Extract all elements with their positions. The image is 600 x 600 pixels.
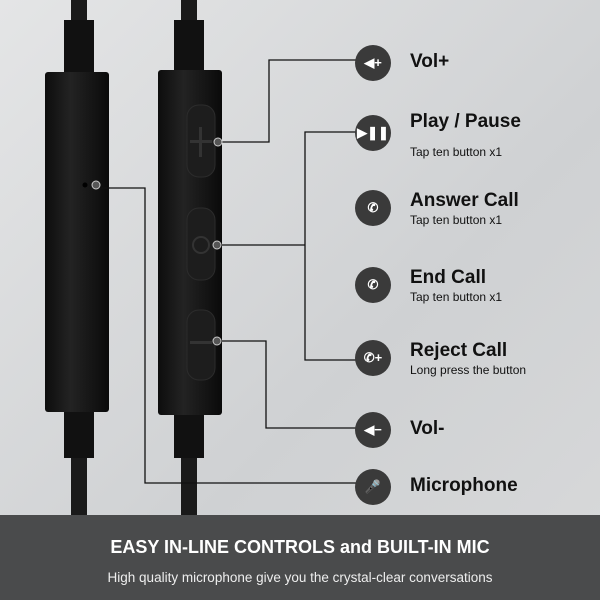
- bottom-banner: EASY IN-LINE CONTROLS and BUILT-IN MIC H…: [0, 515, 600, 600]
- end-call-icon: ✆: [355, 267, 391, 303]
- control-title: Microphone: [410, 475, 518, 496]
- control-hint: Tap ten button x1: [410, 290, 503, 304]
- control-title: Vol-: [410, 418, 445, 439]
- reject-call-icon: ✆+: [355, 340, 391, 376]
- control-title: Vol+: [410, 51, 450, 72]
- banner-subtitle: High quality microphone give you the cry…: [107, 570, 493, 585]
- answer-call-icon: ✆: [355, 190, 391, 226]
- volume-down-icon: ◀−: [355, 412, 391, 448]
- control-hint: Tap ten button x1: [410, 213, 503, 227]
- control-remote: [158, 0, 222, 515]
- volume-up-icon: ◀+: [355, 45, 391, 81]
- control-hint: Tap ten button x1: [410, 145, 503, 159]
- control-title: Answer Call: [410, 190, 519, 211]
- play-pause-icon: ▶❚❚: [355, 115, 391, 151]
- control-title: Reject Call: [410, 340, 508, 361]
- remote-illustration: [45, 0, 358, 515]
- control-label: Vol+: [410, 51, 449, 73]
- banner-title: EASY IN-LINE CONTROLS and BUILT-IN MIC: [110, 537, 490, 557]
- mic-remote: [45, 0, 109, 515]
- control-title: End Call: [410, 267, 487, 288]
- leader-lines: [96, 59, 358, 484]
- control-label: Microphone: [410, 475, 518, 497]
- control-hint: Long press the button: [410, 363, 527, 377]
- microphone-icon: 🎤: [355, 469, 391, 505]
- control-label: Vol-: [410, 418, 444, 440]
- control-title: Play / Pause: [410, 111, 521, 132]
